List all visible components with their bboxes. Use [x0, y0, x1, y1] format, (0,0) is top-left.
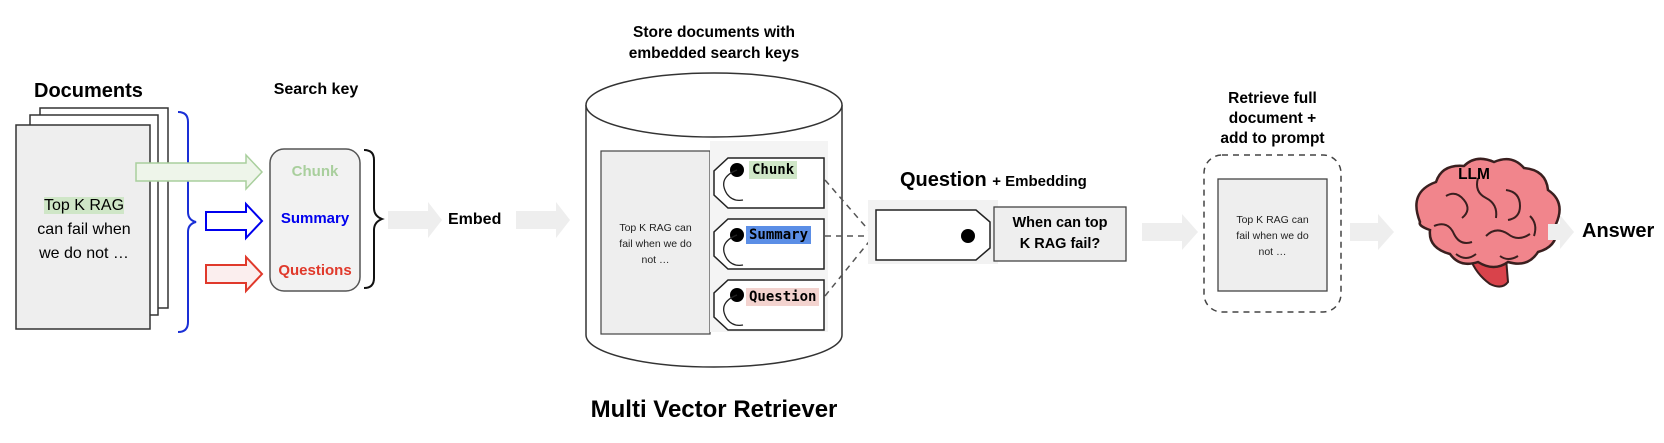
retrieve-title-line3: add to prompt — [1220, 130, 1325, 147]
embed-label: Embed — [448, 211, 502, 228]
question-text-line2: K RAG fail? — [1019, 236, 1101, 252]
tag-summary-label: Summary — [746, 226, 812, 244]
retrieve-dashed-box — [1203, 154, 1342, 313]
questions-arrow — [205, 254, 264, 294]
answer-arrow — [1548, 215, 1574, 249]
llm-label: LLM — [1458, 166, 1490, 183]
question-title: Question + Embedding — [900, 169, 1087, 192]
documents-title: Documents — [34, 80, 143, 102]
question-box — [993, 206, 1127, 262]
retrieved-doc-line3: not … — [1258, 246, 1287, 258]
llm-arrow — [1350, 214, 1394, 250]
question-title-suffix: + Embedding — [992, 173, 1087, 190]
store-title: Store documents with embedded search key… — [600, 22, 828, 64]
document-text: Top K RAG can fail when we do not … — [20, 194, 148, 266]
stored-document-text: Top K RAG can fail when we do not … — [603, 220, 708, 268]
tag-chunk-label: Chunk — [749, 161, 798, 179]
embed-arrow-right — [516, 202, 570, 238]
tag-question-label: Question — [746, 288, 820, 306]
retrieve-title: Retrieve full document + add to prompt — [1204, 89, 1341, 149]
question-text: When can top K RAG fail? — [994, 213, 1126, 255]
store-title-line1: Store documents with — [633, 24, 795, 41]
retrieve-title-line2: document + — [1228, 110, 1317, 127]
retrieved-document-text: Top K RAG can fail when we do not … — [1220, 212, 1325, 260]
search-key-title: Search key — [273, 81, 359, 98]
search-key-box — [269, 148, 361, 292]
document-line2: can fail when — [37, 221, 131, 238]
documents-bracket — [177, 111, 197, 333]
search-key-summary: Summary — [280, 210, 350, 227]
summary-arrow — [205, 201, 264, 241]
similarity-lines — [824, 179, 873, 297]
question-title-main: Question — [900, 169, 987, 191]
embed-arrow-left — [388, 202, 442, 238]
retrieved-document — [1217, 178, 1328, 292]
brain-icon — [1415, 157, 1561, 288]
stored-doc-line1: Top K RAG can — [619, 222, 692, 234]
document-stack — [15, 107, 169, 330]
store-title-line2: embedded search keys — [628, 45, 800, 62]
question-text-line1: When can top — [1012, 215, 1108, 231]
document-line3: we do not … — [39, 245, 129, 262]
retrieve-title-line1: Retrieve full — [1228, 90, 1317, 107]
search-key-brace — [363, 149, 385, 289]
stored-doc-line3: not … — [641, 254, 670, 266]
search-key-questions: Questions — [278, 262, 352, 279]
search-key-chunk: Chunk — [291, 163, 339, 180]
answer-label: Answer — [1582, 220, 1655, 242]
retrieved-doc-line2: fail when we do — [1236, 230, 1309, 242]
stored-document — [600, 150, 711, 335]
question-tag — [875, 209, 991, 261]
retrieved-doc-line1: Top K RAG can — [1236, 214, 1309, 226]
chunk-arrow — [135, 153, 264, 191]
retrieve-arrow — [1142, 214, 1198, 250]
stored-doc-line2: fail when we do — [619, 238, 692, 250]
document-highlight: Top K RAG — [43, 197, 125, 214]
footer-title: Multi Vector Retriever — [590, 396, 838, 423]
